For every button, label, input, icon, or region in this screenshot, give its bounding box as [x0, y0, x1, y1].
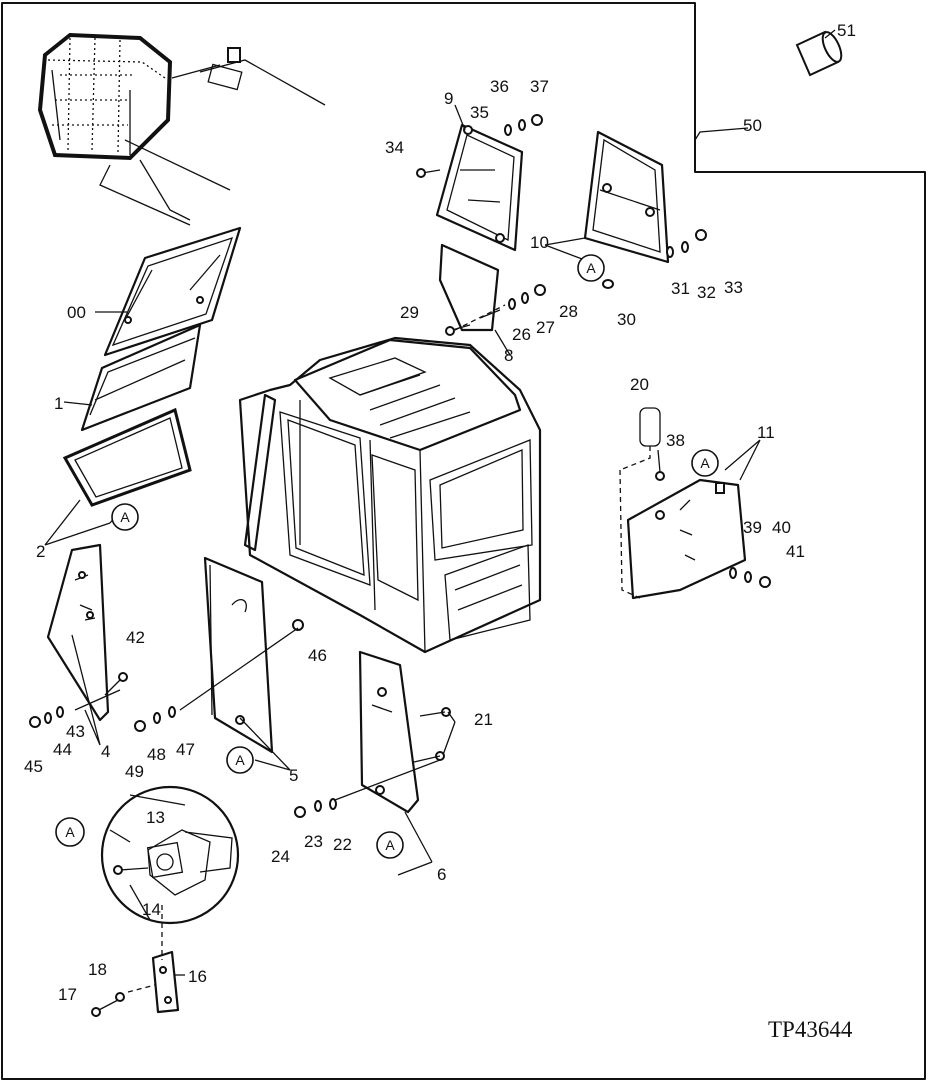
label-27: 27 [536, 318, 555, 337]
corner-trim-8 [438, 243, 506, 332]
label-39: 39 [743, 518, 762, 537]
label-43: 43 [66, 722, 85, 741]
label-49: 49 [125, 762, 144, 781]
label-18: 18 [88, 960, 107, 979]
drawing-code: TP43644 [768, 1017, 853, 1042]
callout-A-5: A [226, 746, 254, 774]
label-42: 42 [126, 628, 145, 647]
pin-51 [795, 30, 843, 77]
bracket-16 [127, 950, 180, 1014]
label-36: 36 [490, 77, 509, 96]
label-5: 5 [289, 766, 298, 785]
svg-text:A: A [700, 455, 710, 471]
callout-A-10: A [577, 254, 605, 282]
label-47: 47 [176, 740, 195, 759]
label-2: 2 [36, 542, 45, 561]
callout-A-2: A [111, 503, 139, 531]
svg-text:A: A [586, 260, 596, 276]
label-38: 38 [666, 431, 685, 450]
window-panel-00 [103, 226, 242, 357]
label-23: 23 [304, 832, 323, 851]
callout-A-6: A [376, 831, 404, 859]
side-panel-5 [203, 556, 274, 754]
seal-strip-1 [80, 323, 202, 432]
label-30: 30 [617, 310, 636, 329]
label-48: 48 [147, 745, 166, 764]
label-1: 1 [54, 394, 63, 413]
lower-glass-2 [62, 407, 192, 507]
label-45: 45 [24, 757, 43, 776]
label-00: 00 [67, 303, 86, 322]
label-35: 35 [470, 103, 489, 122]
lamp-20 [619, 407, 661, 471]
label-28: 28 [559, 302, 578, 321]
label-11: 11 [757, 423, 775, 442]
label-22: 22 [333, 835, 352, 854]
cab-body [238, 336, 542, 654]
label-26: 26 [512, 325, 531, 344]
label-33: 33 [724, 278, 743, 297]
side-panel-6 [358, 650, 420, 814]
label-8: 8 [504, 346, 513, 365]
label-29: 29 [400, 303, 419, 322]
callout-A-detail: A [55, 817, 85, 847]
label-34: 34 [385, 138, 404, 157]
svg-text:A: A [235, 752, 245, 768]
label-32: 32 [697, 283, 716, 302]
label-6: 6 [437, 865, 446, 884]
label-41: 41 [786, 542, 805, 561]
label-13: 13 [146, 808, 165, 827]
svg-text:A: A [120, 509, 130, 525]
label-16: 16 [188, 967, 207, 986]
label-44: 44 [53, 740, 72, 759]
svg-text:A: A [385, 837, 395, 853]
label-14: 14 [142, 900, 161, 919]
label-31: 31 [671, 279, 690, 298]
label-24: 24 [271, 847, 290, 866]
label-50: 50 [743, 116, 762, 135]
side-panel-4 [46, 543, 110, 722]
side-panel-11 [619, 469, 747, 600]
machine-cab-sketch [37, 32, 326, 226]
svg-text:A: A [65, 824, 75, 840]
part-labels: 00 1 2 4 5 6 8 9 10 11 13 14 16 17 18 20… [24, 21, 856, 1004]
detail-A-view [100, 785, 240, 960]
upper-window-frame-9 [435, 123, 524, 252]
sheet-border [1, 2, 926, 1080]
hardware [29, 114, 771, 1017]
label-21: 21 [474, 710, 493, 729]
label-37: 37 [530, 77, 549, 96]
label-10: 10 [530, 233, 549, 252]
callout-A-11: A [691, 449, 719, 477]
label-20: 20 [630, 375, 649, 394]
label-17: 17 [58, 985, 77, 1004]
label-40: 40 [772, 518, 791, 537]
rear-window-frame-10 [583, 130, 670, 264]
label-51: 51 [837, 21, 856, 40]
label-9: 9 [444, 89, 453, 108]
label-46: 46 [308, 646, 327, 665]
label-4: 4 [101, 742, 110, 761]
